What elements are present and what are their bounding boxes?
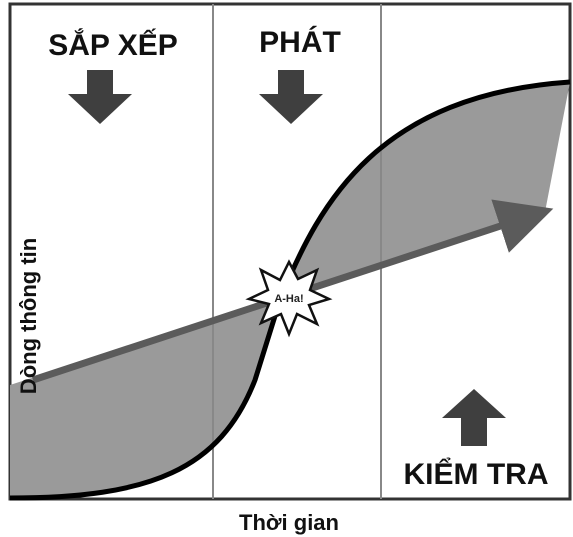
phase-title-sort: SẮP XẾP: [48, 28, 178, 62]
down-arrow-discover-icon: [259, 70, 323, 124]
phase-title-discover: PHÁT: [259, 25, 341, 59]
y-axis-label: Dòng thông tin: [16, 238, 41, 394]
phase-title-test: KIỂM TRA: [404, 457, 549, 491]
burst-star-shape: [245, 259, 333, 338]
down-arrow-sort-icon: [68, 70, 132, 124]
aha-burst: A-Ha!: [245, 259, 333, 338]
up-arrow-test-icon: [442, 389, 506, 446]
x-axis-label: Thời gian: [239, 510, 339, 535]
burst-label: A-Ha!: [274, 293, 303, 305]
